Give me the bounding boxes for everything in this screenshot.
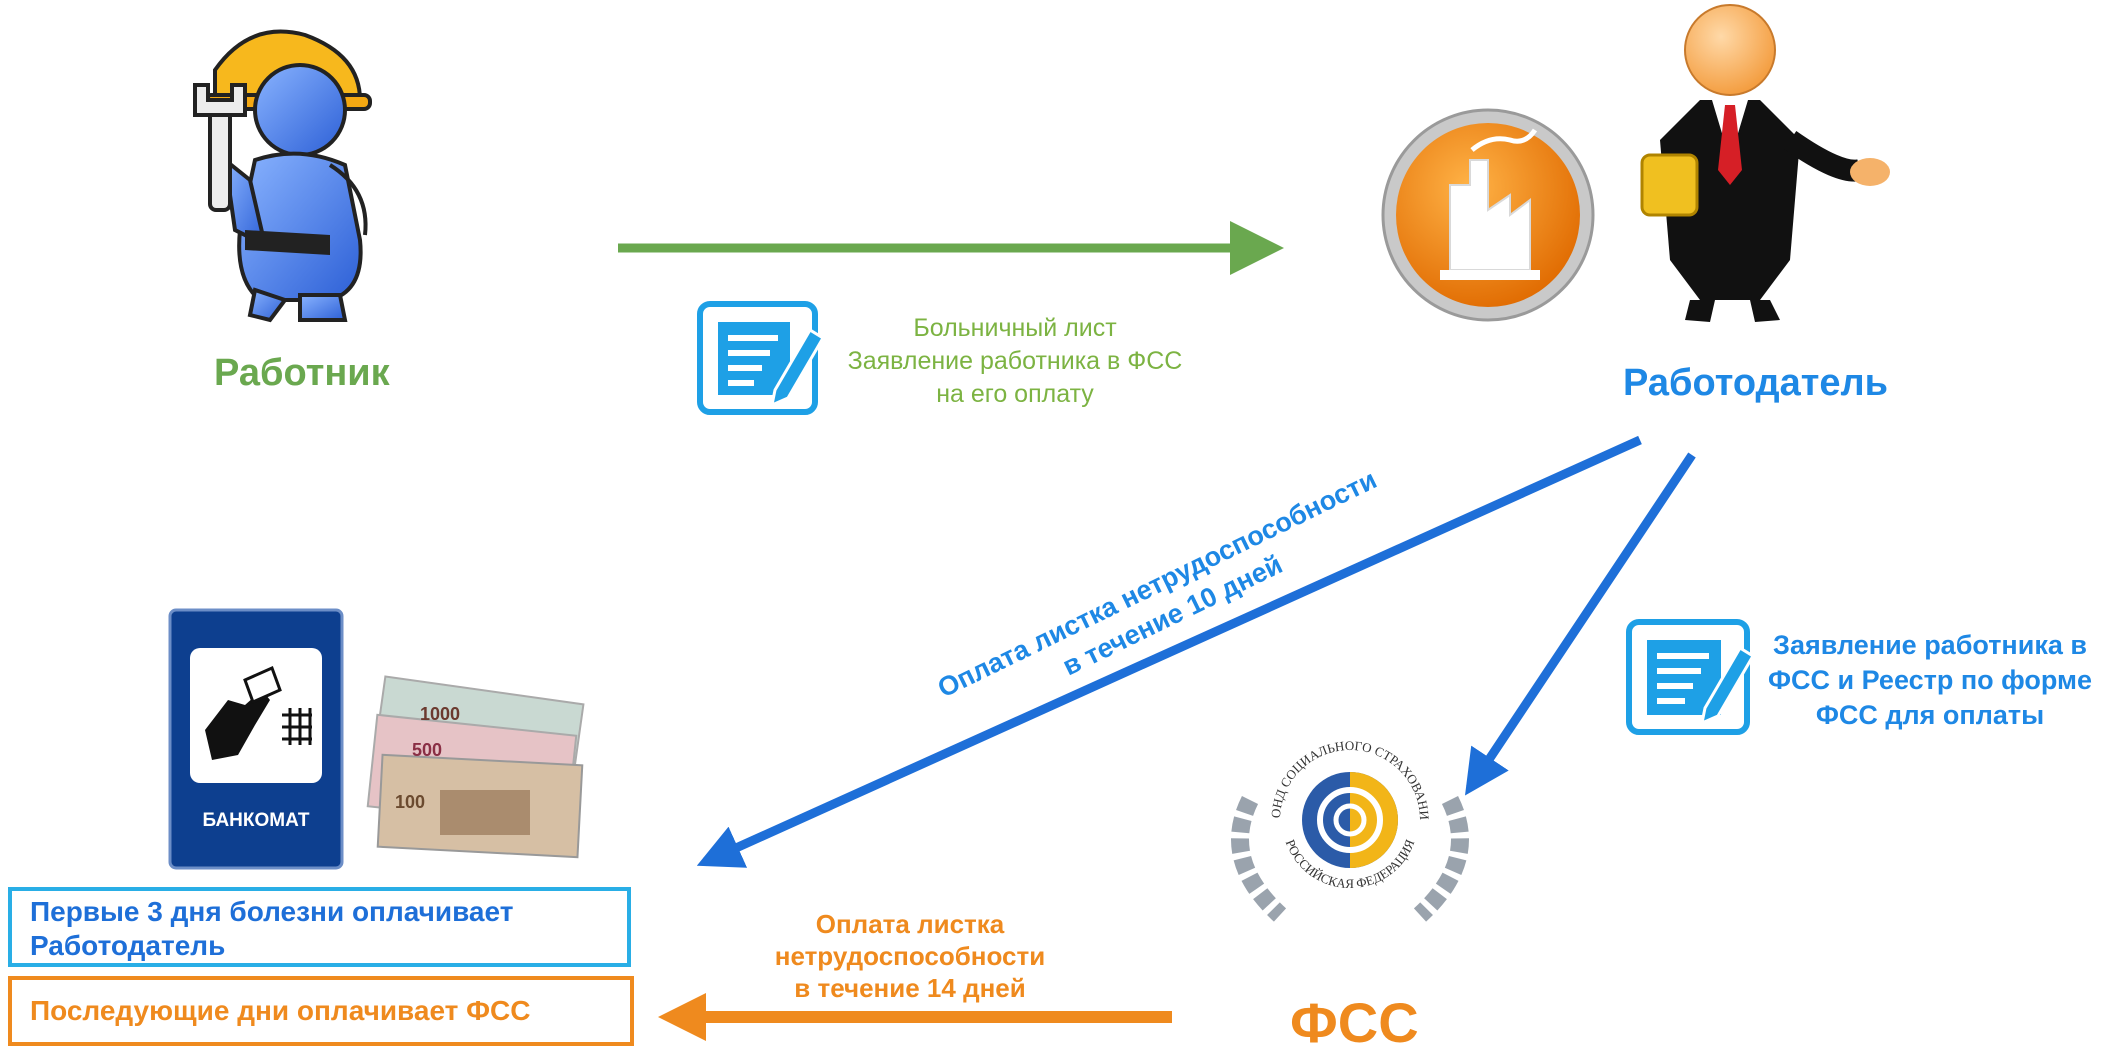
employer-to-fss-line3: ФСС для оплаты	[1815, 700, 2045, 730]
svg-text:100: 100	[395, 792, 425, 812]
banknotes-illustration: 1000 500 100	[366, 675, 585, 859]
employer-to-fss-line2: ФСС и Реестр по форме	[1767, 665, 2093, 695]
svg-text:1000: 1000	[420, 704, 460, 724]
arrow-employer-to-worker	[696, 435, 1642, 868]
fss-payment-line1: Оплата листка	[815, 909, 1005, 939]
employer-days-line1: Первые 3 дня болезни оплачивает	[30, 896, 514, 927]
businessman-illustration	[1640, 4, 1890, 322]
fss-payment-text: Оплата листка нетрудоспособности в течен…	[760, 908, 1060, 1004]
fss-days-line: Последующие дни оплачивает ФСС	[30, 995, 531, 1026]
employer-to-fss-text: Заявление работника в ФСС и Реестр по фо…	[1765, 628, 2095, 733]
atm-sign-label: БАНКОМАТ	[203, 810, 310, 831]
atm-sign: БАНКОМАТ	[168, 608, 344, 870]
fss-payment-line2: нетрудоспособности	[774, 941, 1046, 971]
svg-text:500: 500	[412, 740, 442, 760]
employer-days-line2: Работодатель	[30, 930, 226, 961]
document-icon	[1626, 619, 1756, 735]
sick-leave-documents-text: Больничный лист Заявление работника в ФС…	[815, 312, 1215, 411]
employer-to-fss-line1: Заявление работника в	[1773, 630, 2087, 660]
factory-icon	[1381, 108, 1595, 322]
payment-purpose-line: на его оплату	[936, 380, 1094, 408]
employer-label: Работодатель	[1623, 362, 1889, 404]
sick-leave-line: Больничный лист	[913, 314, 1117, 342]
worker-illustration	[193, 29, 372, 323]
fss-label: ФСС	[1290, 991, 1419, 1054]
worker-application-line: Заявление работника в ФСС	[847, 347, 1183, 375]
employer-days-note: Первые 3 дня болезни оплачивает Работода…	[8, 887, 631, 967]
fss-days-note: Последующие дни оплачивает ФСС	[8, 976, 634, 1046]
document-icon	[697, 301, 826, 415]
fss-payment-line3: в течение 14 дней	[794, 973, 1026, 1003]
worker-label: Работник	[214, 352, 390, 394]
arrow-employer-to-fss	[1465, 452, 1696, 796]
